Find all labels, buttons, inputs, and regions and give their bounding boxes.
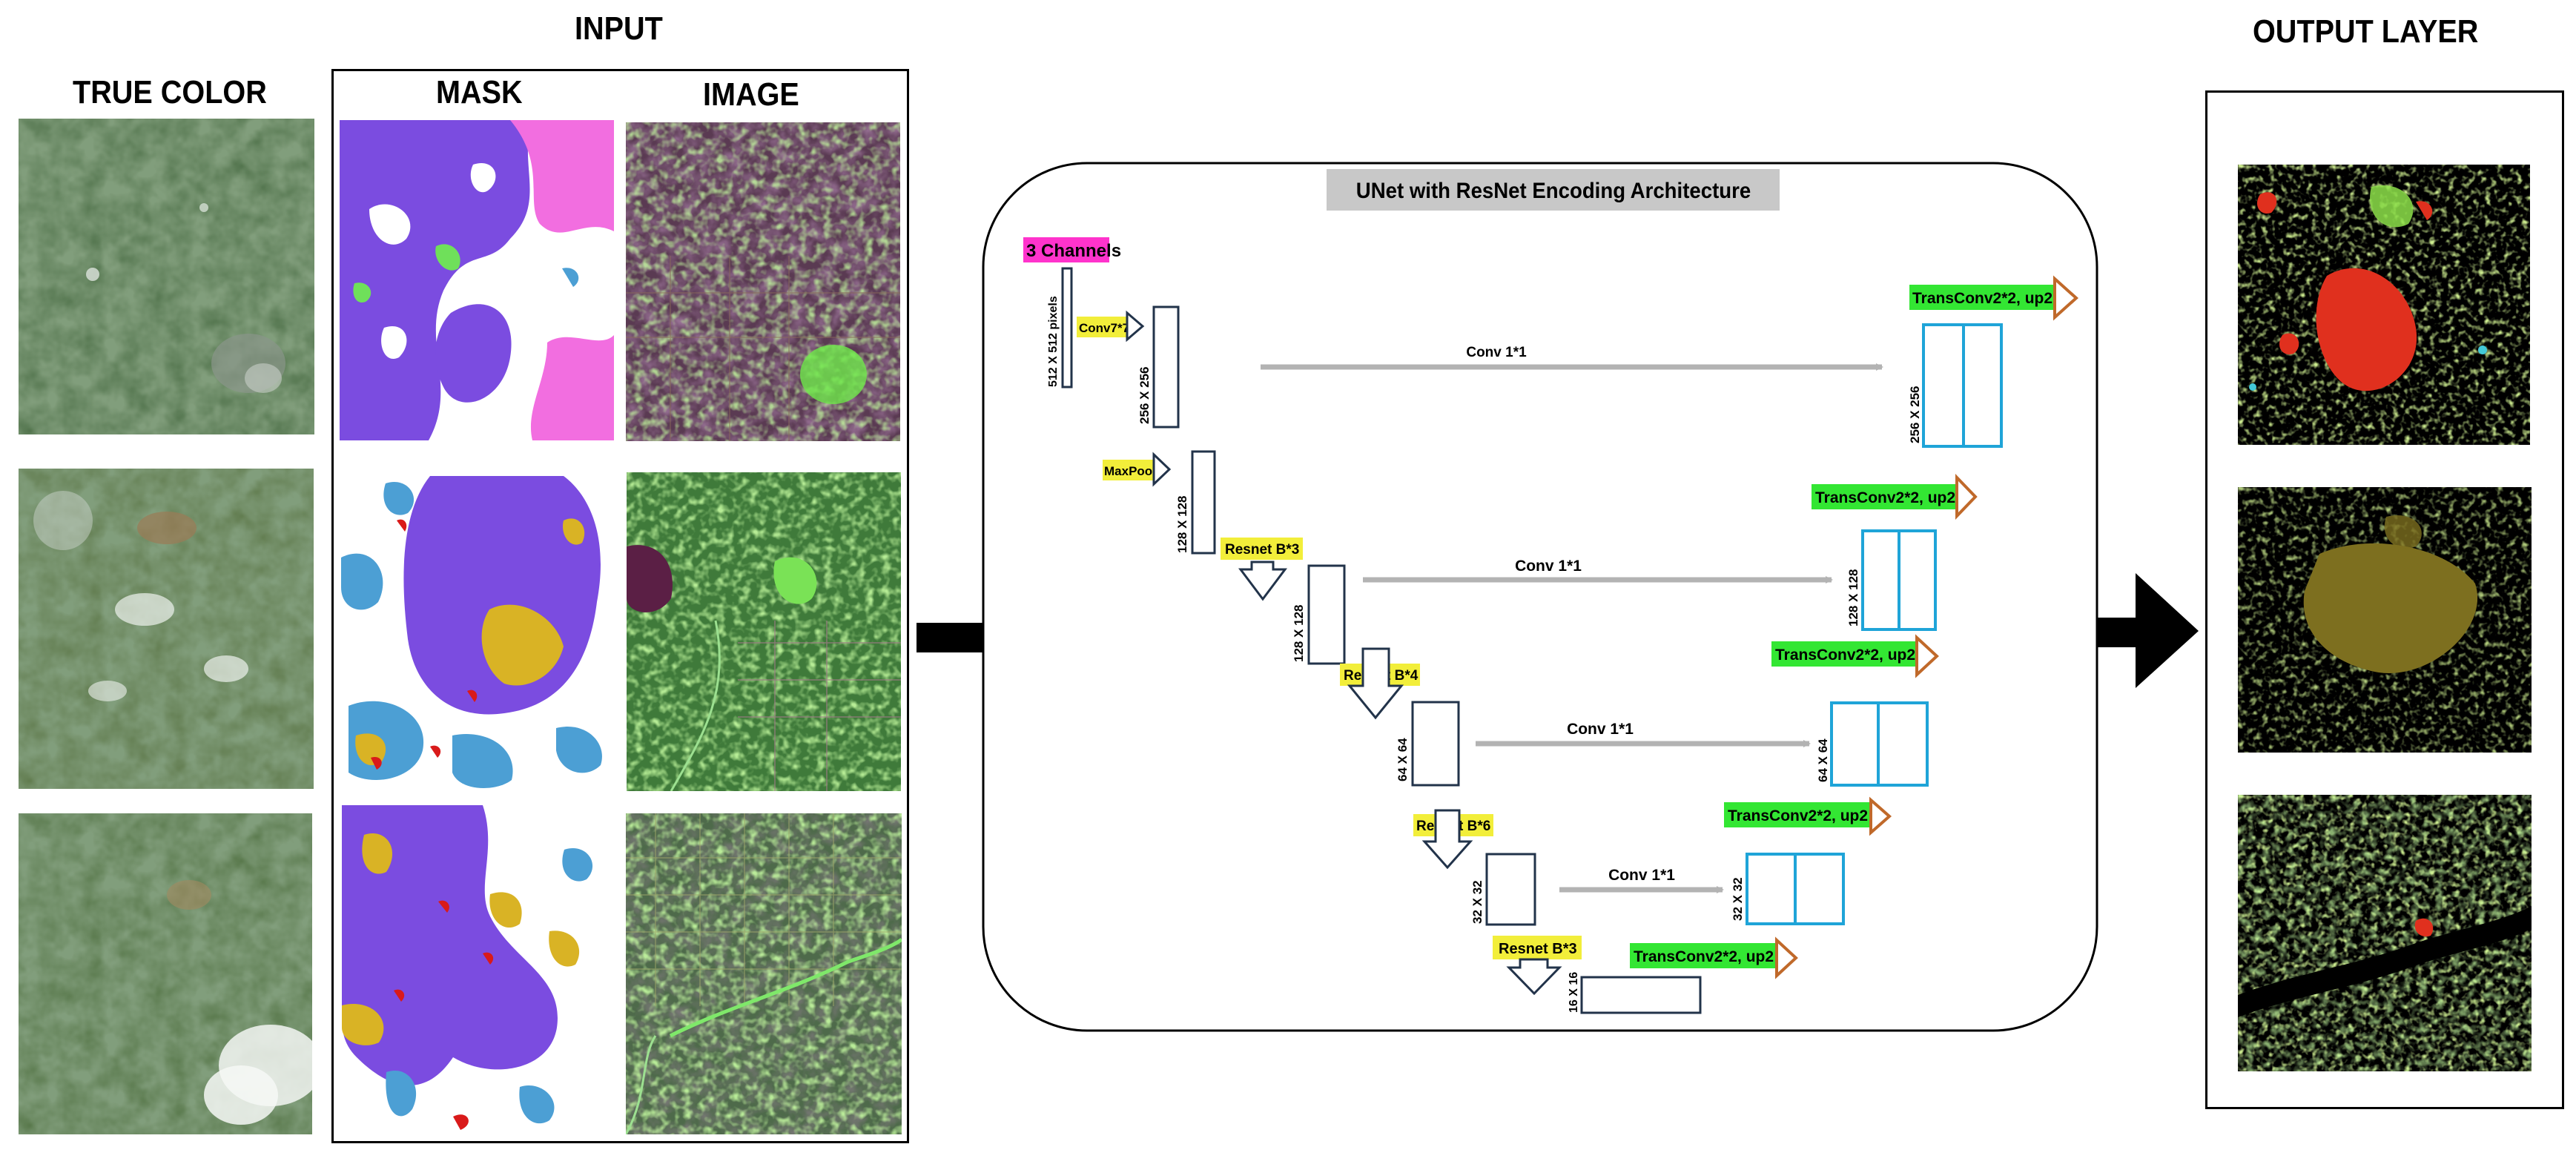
input-size-label: 512 X 512 pixels xyxy=(1047,296,1060,387)
true-color-image-1 xyxy=(19,119,314,434)
encoder-block-128-a xyxy=(1191,450,1216,555)
output-image-3 xyxy=(2238,795,2532,1071)
input-channels-label-box xyxy=(1023,237,1109,262)
skip-label-4: Conv 1*1 xyxy=(1608,867,1675,884)
resnet-1-label-box xyxy=(1221,538,1303,560)
mask-image-1 xyxy=(340,120,614,440)
decoder-size-256: 256 X 256 xyxy=(1908,386,1922,443)
up-label-2: TransConv2*2, up2 xyxy=(1815,489,1955,506)
encoder-size-32: 32 X 32 xyxy=(1470,880,1484,924)
input-heading: INPUT xyxy=(575,10,663,47)
skip-label-3: Conv 1*1 xyxy=(1567,721,1634,738)
input-tensor-block xyxy=(1061,267,1073,389)
resnet-4-label: Resnet B*3 xyxy=(1499,941,1577,957)
up-arrow-5 xyxy=(1775,936,1798,979)
resnet-2-arrow xyxy=(1347,647,1404,720)
architecture-title-box xyxy=(1327,169,1780,211)
up-label-4: TransConv2*2, up2 xyxy=(1728,807,1868,824)
bottleneck-size-16: 16 X 16 xyxy=(1568,972,1580,1013)
up-label-box-5 xyxy=(1630,943,1777,968)
architecture-title: UNet with ResNet Encoding Architecture xyxy=(1356,179,1751,203)
encoder-size-64: 64 X 64 xyxy=(1396,738,1410,781)
encoder-size-128-a: 128 X 128 xyxy=(1175,495,1189,553)
input-image-2 xyxy=(627,472,901,791)
maxpool-label-box xyxy=(1103,460,1155,480)
output-frame xyxy=(2205,90,2564,1109)
decoder-size-32: 32 X 32 xyxy=(1731,877,1745,921)
up-arrow-3 xyxy=(1915,634,1939,678)
encoder-block-256 xyxy=(1152,305,1180,429)
output-image-1 xyxy=(2238,165,2530,445)
true-color-image-3 xyxy=(19,813,312,1134)
conv7-label-box xyxy=(1077,317,1130,337)
encoder-size-128-b: 128 X 128 xyxy=(1292,604,1306,662)
input-image-1 xyxy=(626,122,900,441)
up-label-box-1 xyxy=(1909,285,2055,310)
up-arrow-2 xyxy=(1955,474,1978,520)
skip-label-1: Conv 1*1 xyxy=(1466,345,1527,360)
maxpool-label: MaxPool xyxy=(1104,464,1156,478)
up-label-1: TransConv2*2, up2 xyxy=(1912,290,2052,307)
resnet-4-arrow xyxy=(1506,958,1562,996)
skip-label-2: Conv 1*1 xyxy=(1515,558,1582,575)
true-color-image-2 xyxy=(19,469,314,789)
decoder-size-128: 128 X 128 xyxy=(1846,569,1860,627)
true-color-heading: TRUE COLOR xyxy=(73,74,267,110)
up-label-box-3 xyxy=(1771,641,1917,667)
maxpool-arrow xyxy=(1152,452,1172,487)
mask-heading: MASK xyxy=(436,74,523,110)
decoder-size-64: 64 X 64 xyxy=(1816,738,1830,782)
resnet-1-label: Resnet B*3 xyxy=(1225,542,1299,558)
mask-image-3 xyxy=(342,805,617,1130)
input-image-3 xyxy=(626,813,902,1134)
up-label-5: TransConv2*2, up2 xyxy=(1634,948,1774,965)
encoder-block-64 xyxy=(1411,701,1460,787)
conv7-label: Conv7*7 xyxy=(1079,321,1129,335)
output-image-2 xyxy=(2238,487,2532,753)
up-label-box-2 xyxy=(1812,484,1957,509)
image-heading: IMAGE xyxy=(703,76,799,113)
encoder-block-128-b xyxy=(1307,564,1346,665)
resnet-1-arrow xyxy=(1238,561,1287,601)
up-arrow-1 xyxy=(2053,275,2078,321)
bottleneck-block-16 xyxy=(1580,976,1702,1014)
input-channels-label: 3 Channels xyxy=(1026,241,1121,261)
resnet-4-label-box xyxy=(1493,936,1582,959)
output-layer-heading: OUTPUT LAYER xyxy=(2253,13,2479,50)
input-frame xyxy=(331,69,909,1143)
resnet-3-arrow xyxy=(1421,809,1473,870)
encoder-size-256: 256 X 256 xyxy=(1137,366,1152,424)
mask-image-2 xyxy=(341,469,619,792)
model-to-output-arrow xyxy=(2076,573,2199,688)
up-label-3: TransConv2*2, up2 xyxy=(1775,647,1915,664)
conv7-arrow xyxy=(1126,310,1145,343)
up-label-box-4 xyxy=(1724,802,1871,827)
up-arrow-4 xyxy=(1869,796,1892,836)
encoder-block-32 xyxy=(1485,853,1536,926)
